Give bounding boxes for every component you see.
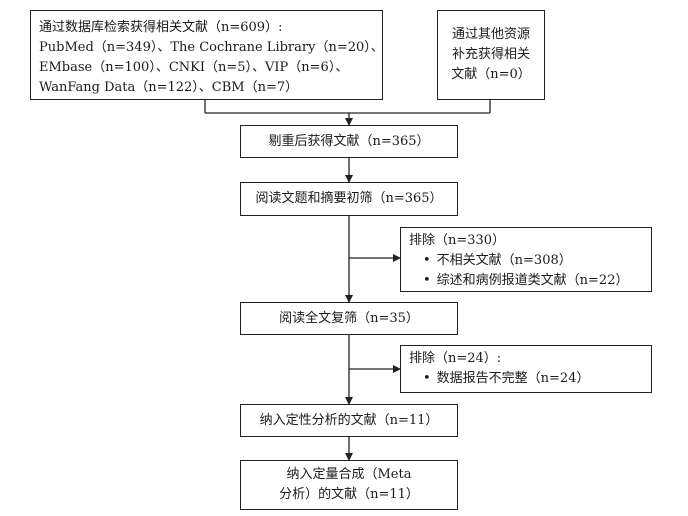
database-search-line-3: EMbase（n=100）、CNKI（n=5）、VIP（n=6）、 — [39, 60, 349, 75]
exclusion-1-heading: 排除（n=330） — [409, 233, 506, 248]
fulltext-screen-label: 阅读全文复筛（n=35） — [279, 310, 419, 326]
other-sources-line-1: 通过其他资源 — [451, 27, 530, 42]
dedup-label: 剔重后获得文献（n=365） — [268, 133, 430, 149]
exclusion-2-item-1: 数据报告不完整（n=24） — [409, 369, 643, 389]
exclusion-2-heading: 排除（n=24）: — [409, 351, 502, 366]
other-sources-line-2: 补充获得相关 — [451, 47, 530, 62]
title-abstract-screen-box: 阅读文题和摘要初筛（n=365） — [240, 182, 458, 216]
quantitative-line-2: 分析）的文献（n=11） — [279, 487, 419, 502]
database-search-line-4: WanFang Data（n=122）、CBM（n=7） — [39, 80, 299, 95]
exclusion-1-item-1: 不相关文献（n=308） — [409, 251, 643, 271]
qualitative-box: 纳入定性分析的文献（n=11） — [240, 404, 458, 437]
other-sources-box: 通过其他资源 补充获得相关 文献（n=0） — [437, 10, 545, 100]
quantitative-box: 纳入定量合成（Meta 分析）的文献（n=11） — [240, 460, 458, 510]
exclusion-2-box: 排除（n=24）: 数据报告不完整（n=24） — [400, 345, 652, 393]
fulltext-screen-box: 阅读全文复筛（n=35） — [240, 302, 458, 335]
database-search-line-1: 通过数据库检索获得相关文献（n=609）: — [39, 20, 283, 35]
database-search-box: 通过数据库检索获得相关文献（n=609）: PubMed（n=349）、The … — [30, 10, 384, 100]
qualitative-label: 纳入定性分析的文献（n=11） — [259, 412, 439, 428]
exclusion-1-box: 排除（n=330） 不相关文献（n=308） 综述和病例报道类文献（n=22） — [400, 227, 652, 292]
exclusion-1-item-2: 综述和病例报道类文献（n=22） — [409, 271, 643, 291]
title-abstract-screen-label: 阅读文题和摘要初筛（n=365） — [255, 191, 443, 206]
other-sources-line-3: 文献（n=0） — [451, 67, 531, 82]
quantitative-line-1: 纳入定量合成（Meta — [286, 467, 412, 482]
dedup-box: 剔重后获得文献（n=365） — [240, 125, 458, 158]
database-search-line-2: PubMed（n=349）、The Cochrane Library（n=20）… — [39, 40, 384, 55]
